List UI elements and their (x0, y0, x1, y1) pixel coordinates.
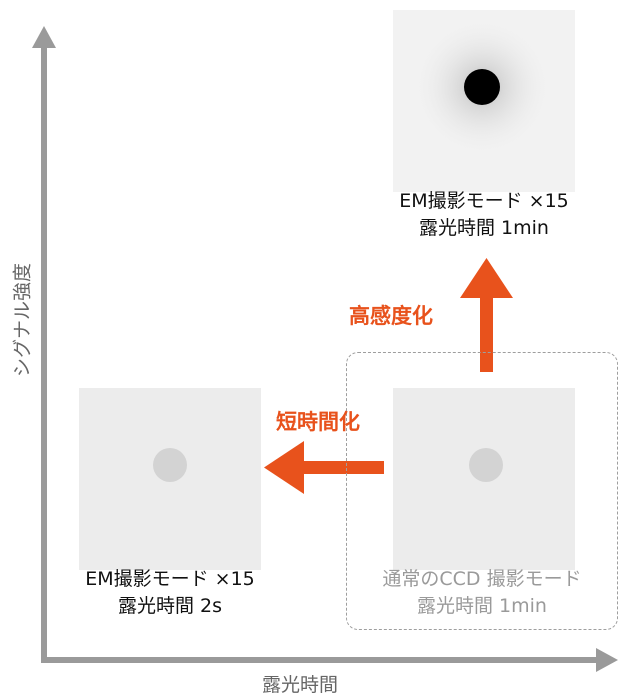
em-2s-image (79, 388, 261, 570)
ccd-1min-caption-exposure: 露光時間 1min (417, 595, 547, 617)
high-sensitivity-label: 高感度化 (349, 304, 433, 328)
left-arrow-shaft (300, 461, 384, 474)
em-2s-caption-exposure: 露光時間 2s (117, 595, 223, 617)
faint-spot (153, 448, 187, 482)
dark-spot (464, 69, 500, 105)
em-1min-caption: EM撮影モード ×15 露光時間 1min (354, 188, 614, 242)
ccd-1min-image (393, 388, 575, 570)
shorter-time-label: 短時間化 (276, 410, 360, 434)
y-axis-label-text: シグナル強度 (11, 262, 34, 378)
faint-spot (469, 448, 503, 482)
em-2s-caption-mode: EM撮影モード ×15 (85, 568, 255, 590)
x-axis-arrowhead (596, 648, 618, 672)
ccd-highlight-frame (346, 352, 618, 630)
up-arrow-head (460, 258, 513, 298)
left-arrow-head (264, 441, 304, 494)
em-1min-caption-exposure: 露光時間 1min (419, 217, 549, 239)
ccd-1min-caption: 通常のCCD 撮影モード 露光時間 1min (352, 566, 612, 620)
x-axis-label: 露光時間 (262, 674, 339, 696)
em-2s-caption: EM撮影モード ×15 露光時間 2s (40, 566, 300, 620)
y-axis-arrowhead (32, 26, 56, 48)
up-arrow-shaft (480, 290, 493, 372)
ccd-1min-caption-mode: 通常のCCD 撮影モード (382, 568, 582, 590)
em-1min-caption-mode: EM撮影モード ×15 (399, 190, 569, 212)
em-1min-image (393, 10, 575, 192)
